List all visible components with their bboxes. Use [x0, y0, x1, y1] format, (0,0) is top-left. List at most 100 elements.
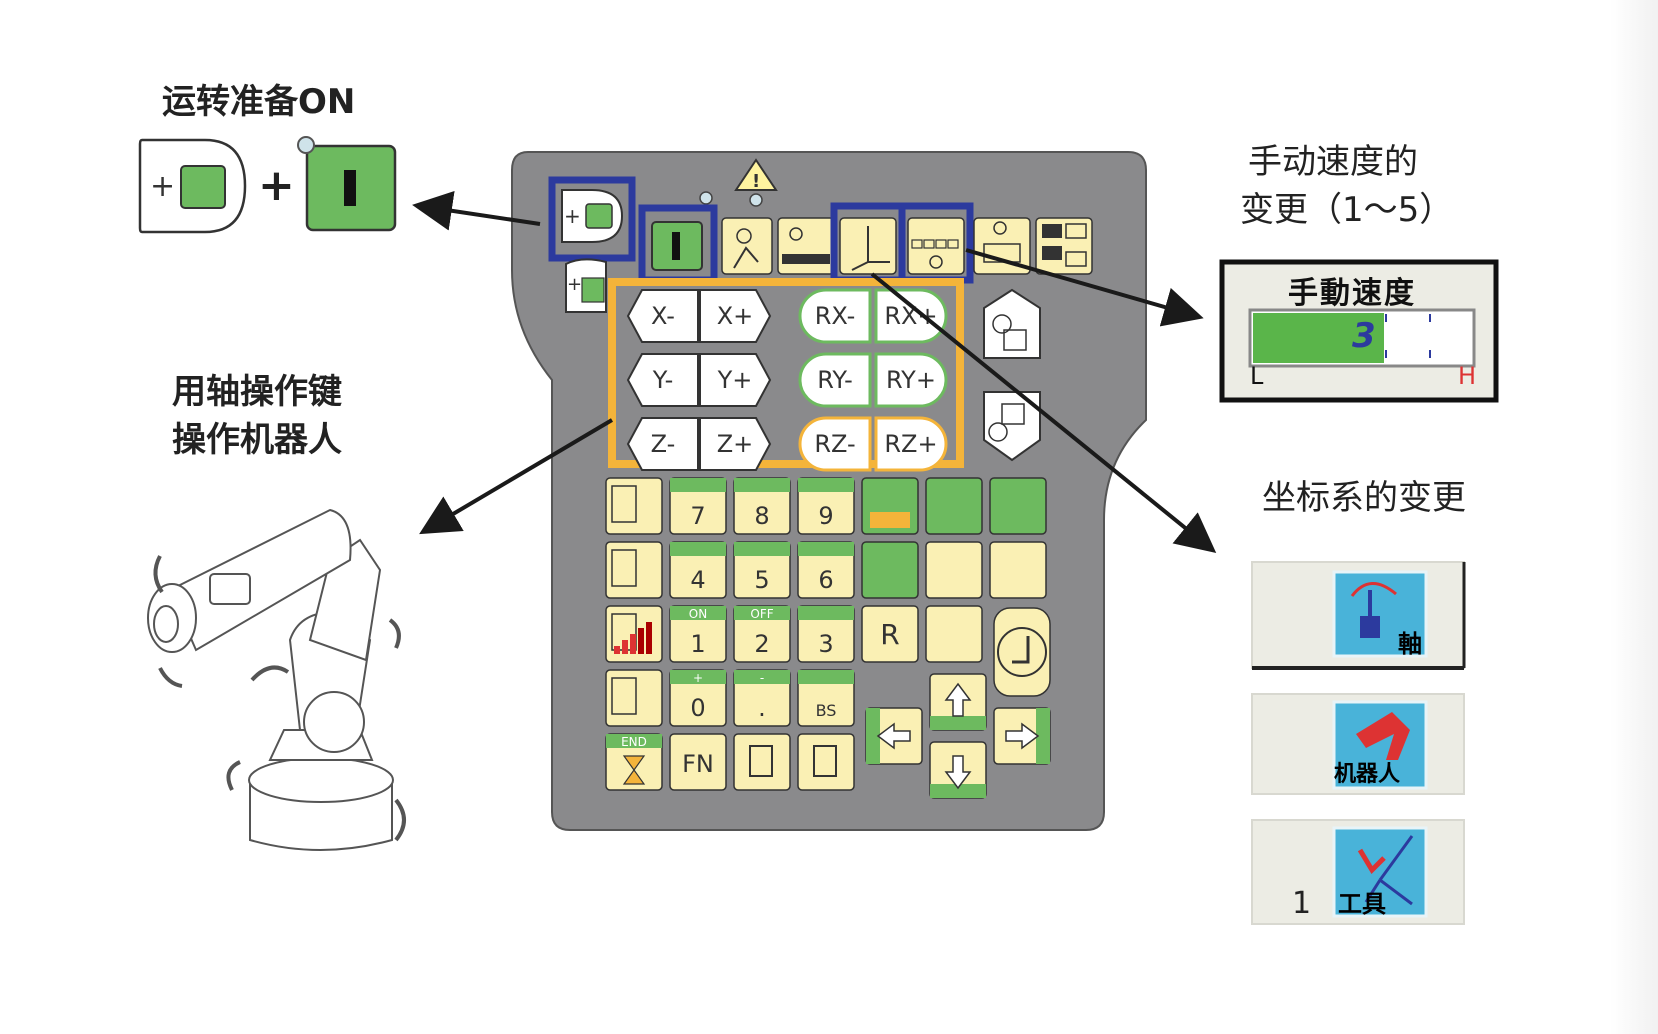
key-main-label: 8	[754, 502, 769, 530]
robot-menu-key[interactable]	[989, 477, 1047, 535]
tool-select-key[interactable]	[925, 605, 983, 663]
axis-key-yminus[interactable]: Y-	[626, 353, 699, 407]
axis-key-rxplus[interactable]: RX+	[874, 288, 948, 344]
interp-key[interactable]	[605, 669, 663, 727]
r-key[interactable]: R	[861, 605, 919, 663]
axis-key-label: X+	[717, 302, 754, 330]
cursor-left-key[interactable]	[865, 707, 923, 765]
key-main-label: 2	[754, 630, 769, 658]
servo-on-key[interactable]	[651, 221, 703, 271]
motion-key[interactable]	[605, 541, 663, 599]
plus-glyph-large: +	[258, 160, 295, 211]
key-main-label: 5	[754, 566, 769, 594]
axis-key-rxminus[interactable]: RX-	[798, 288, 872, 344]
manual-key[interactable]	[925, 541, 983, 599]
vector-key[interactable]	[861, 541, 919, 599]
interface-key[interactable]	[797, 733, 855, 791]
key-sub-label: -	[760, 671, 764, 685]
svg-text:+: +	[567, 274, 582, 295]
fn-key[interactable]: FN	[669, 733, 727, 791]
coord-arrow	[870, 272, 1217, 554]
axis-key-rzminus[interactable]: RZ-	[798, 416, 872, 472]
key-sub-label: +	[693, 671, 703, 685]
robot-select-key[interactable]	[721, 217, 773, 275]
external-axis-key[interactable]	[777, 217, 835, 275]
servo-ready-key[interactable]: +	[561, 189, 624, 243]
key-sub-label: END	[621, 735, 647, 749]
edit-key[interactable]	[733, 733, 791, 791]
key-main-label: 0	[690, 694, 705, 722]
speed-panel	[1219, 259, 1499, 403]
axis-key-label: RZ+	[884, 430, 937, 458]
end-key[interactable]: END	[605, 733, 663, 791]
axis-key-xplus[interactable]: X+	[699, 289, 772, 343]
num-key-1[interactable]: ON1	[669, 605, 727, 663]
num-key-0[interactable]: +0	[669, 669, 727, 727]
num-key-dot[interactable]: -.	[733, 669, 791, 727]
interlock-key[interactable]: +	[565, 258, 607, 313]
axis-key-label: RY-	[817, 366, 853, 394]
axis-key-xminus[interactable]: X-	[626, 289, 699, 343]
step-key[interactable]	[861, 477, 919, 535]
num-key-5[interactable]: 5	[733, 541, 791, 599]
num-key-9[interactable]: 9	[797, 477, 855, 535]
coord-key[interactable]	[839, 217, 897, 275]
servo-on-illustration: + +	[138, 136, 397, 234]
cursor-right-key[interactable]	[993, 707, 1051, 765]
tool-number: 1	[1292, 886, 1312, 921]
num-key-6[interactable]: 6	[797, 541, 855, 599]
axis-key-zplus[interactable]: Z+	[699, 417, 772, 471]
cursor-down-key[interactable]	[929, 741, 987, 799]
high-speed-key[interactable]	[973, 217, 1031, 275]
list-key[interactable]	[989, 541, 1047, 599]
pendant-diagram: + + ! + +	[138, 136, 1499, 925]
axis-key-label: RY+	[886, 366, 936, 394]
speed-low-label: L	[1250, 362, 1264, 390]
coord-change-label: 坐标系的变更	[1262, 478, 1466, 518]
page-edge-shadow	[1610, 0, 1658, 1034]
cursor-up-key[interactable]	[929, 673, 987, 731]
speed-bar-fill	[1253, 313, 1384, 363]
speed-key[interactable]	[907, 217, 965, 275]
servo-ready-highlight	[548, 176, 636, 262]
key-main-label: FN	[682, 750, 714, 778]
key-main-label: .	[758, 694, 766, 722]
axis-key-zminus[interactable]: Z-	[626, 417, 699, 471]
warning-icon: !	[734, 158, 778, 192]
key-sub-label: ON	[689, 607, 707, 621]
axis-key-label: X-	[651, 302, 675, 330]
speed-label-line1: 手动速度的	[1248, 142, 1418, 182]
speed-high-label: H	[1458, 362, 1477, 390]
key-main-label: 3	[818, 630, 833, 658]
num-key-bs[interactable]: BS	[797, 669, 855, 727]
area-switch-key[interactable]	[983, 391, 1041, 462]
key-main-label: 9	[818, 502, 833, 530]
timer-key[interactable]	[605, 477, 663, 535]
robot-coord-label: 机器人	[1334, 762, 1401, 787]
num-key-7[interactable]: 7	[669, 477, 727, 535]
num-key-2[interactable]: OFF 2	[733, 605, 791, 663]
key-sub-label: OFF	[750, 607, 773, 621]
speed-panel-title: 手動速度	[1288, 276, 1416, 311]
joint-coord-label: 軸	[1398, 630, 1422, 658]
num-key-3[interactable]: 3	[797, 605, 855, 663]
num-key-4[interactable]: 4	[669, 541, 727, 599]
axis-key-label: RZ-	[814, 430, 855, 458]
svg-text:+: +	[564, 204, 581, 228]
axis-key-rzplus[interactable]: RZ+	[874, 416, 948, 472]
enter-key[interactable]	[993, 607, 1051, 697]
tool-coord-icon	[1251, 819, 1465, 925]
axis-key-ryplus[interactable]: RY+	[874, 352, 948, 408]
axis-key-yplus[interactable]: Y+	[699, 353, 772, 407]
key-main-label: BS	[816, 701, 837, 720]
display-switch-key[interactable]	[983, 288, 1041, 359]
jog-arrow	[419, 418, 614, 535]
page-key[interactable]	[1035, 217, 1093, 275]
axis-key-ryminus[interactable]: RY-	[798, 352, 872, 408]
num-key-8[interactable]: 8	[733, 477, 791, 535]
axis-key-label: Z-	[651, 430, 676, 458]
key-main-label: 7	[690, 502, 705, 530]
plus-glyph: +	[150, 169, 175, 204]
step-back-key[interactable]	[925, 477, 983, 535]
